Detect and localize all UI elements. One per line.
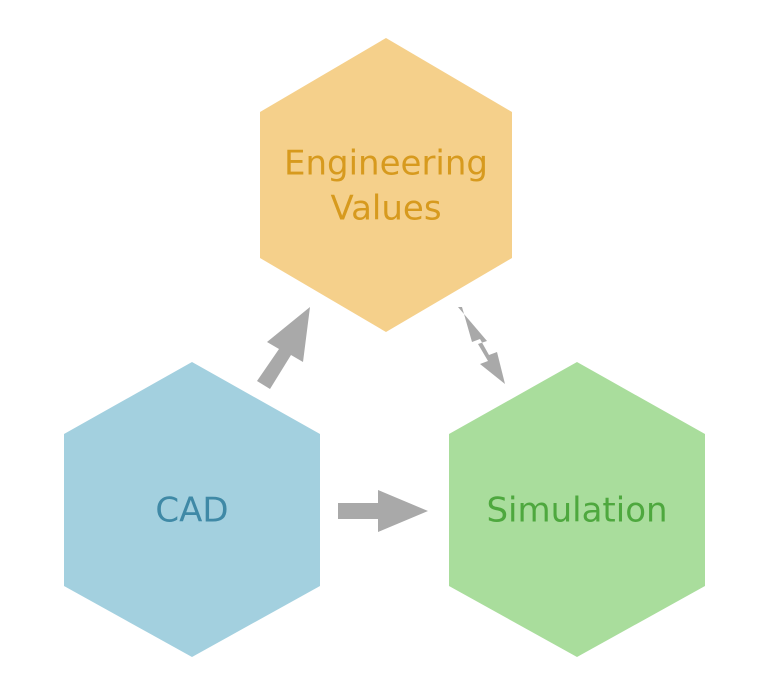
cad-hexagon	[64, 362, 320, 657]
cad-label: CAD	[155, 491, 228, 531]
arrow-engineering-simulation	[458, 307, 505, 384]
engineering-values-label-line1: Engineering	[284, 144, 488, 184]
arrow-cad-to-simulation-shape	[338, 490, 428, 532]
arrow-cad-to-engineering-shape	[257, 307, 310, 389]
engineering-values-hexagon	[260, 38, 512, 332]
arrow-engineering-simulation-shape	[458, 307, 505, 384]
arrow-cad-to-simulation	[338, 490, 428, 532]
engineering-values-node: Engineering Values	[260, 38, 512, 332]
simulation-node: Simulation	[449, 362, 705, 657]
cad-node: CAD	[64, 362, 320, 657]
engineering-values-label-line2: Values	[330, 189, 441, 229]
simulation-label: Simulation	[486, 491, 667, 531]
simulation-hexagon	[449, 362, 705, 657]
arrow-cad-to-engineering	[257, 307, 310, 389]
